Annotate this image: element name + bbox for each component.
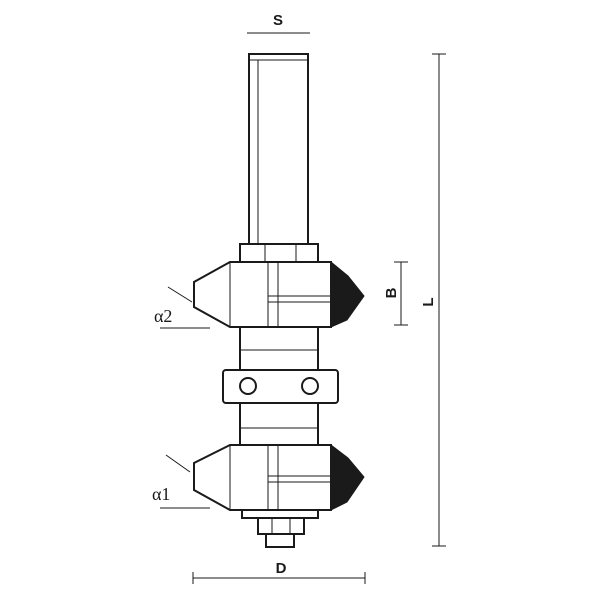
upper-carbide-tip	[330, 260, 365, 328]
lower-cutter	[193, 443, 365, 511]
dimension-l: L	[420, 53, 446, 547]
label-d: D	[276, 560, 287, 577]
bottom-bearing	[241, 509, 319, 548]
dimension-b: B	[383, 261, 408, 326]
dimension-s: S	[247, 12, 310, 34]
lower-carbide-tip	[330, 443, 365, 511]
label-s: S	[273, 12, 283, 29]
upper-cutter	[193, 243, 365, 328]
label-b: B	[383, 287, 400, 298]
dimension-d: D	[192, 560, 366, 584]
label-alpha1: α1	[152, 484, 170, 504]
angle-alpha1: α1	[152, 454, 210, 509]
angle-alpha2: α2	[154, 286, 210, 329]
spacer-section	[222, 326, 339, 446]
label-alpha2: α2	[154, 306, 172, 326]
shank	[248, 53, 309, 245]
label-l: L	[420, 297, 437, 306]
